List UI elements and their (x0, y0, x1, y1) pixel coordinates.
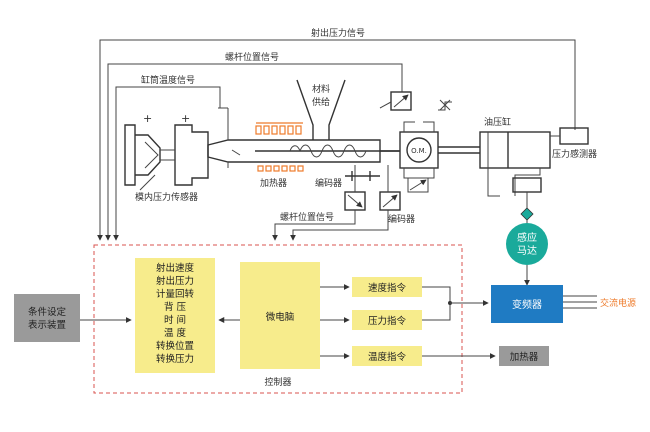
encoder-left-label: 编码器 (315, 177, 342, 189)
screw-position-signal-label-bottom: 螺杆位置信号 (280, 211, 334, 223)
param-item: 转换压力 (156, 353, 194, 365)
pressure-command-label: 压力指令 (368, 315, 407, 327)
controller-arrows (320, 284, 496, 359)
om-label: O.M. (411, 147, 427, 155)
controller-frame (93, 244, 463, 394)
param-item: 时 间 (164, 314, 186, 326)
plus-mark-right: + (181, 112, 190, 125)
param-item: 温 度 (164, 327, 187, 339)
param-item: 转换位置 (156, 340, 194, 352)
om-valves (407, 99, 452, 193)
heater-label: 加热器 (260, 177, 287, 189)
speed-command-label: 速度指令 (368, 282, 407, 294)
param-item: 计量回转 (156, 288, 195, 300)
hopper (296, 79, 346, 140)
material-feed-label-1: 材料 (312, 83, 330, 95)
barrel-temperature-signal-label: 缸筒温度信号 (141, 74, 195, 86)
heater-output-label: 加热器 (510, 351, 539, 363)
setting-display-device (14, 294, 80, 342)
screw-position-signal-label-top: 螺杆位置信号 (225, 51, 279, 63)
heater-coils-bottom (257, 165, 304, 172)
ac-power-lines (563, 295, 597, 309)
setting-device-label-1: 条件设定 (28, 306, 67, 318)
setting-device-label-2: 表示装置 (28, 319, 66, 331)
pressure-sensor-label: 压力感测器 (552, 148, 597, 160)
oil-cylinder (479, 131, 551, 197)
controller-label: 控制器 (264, 376, 291, 388)
temperature-command-label: 温度指令 (368, 351, 407, 363)
screw (255, 144, 400, 158)
encoder-right-label: 编码器 (388, 213, 415, 225)
encoder-right (379, 165, 401, 211)
heater-coils-top (255, 122, 303, 135)
encoder-linkage (345, 171, 380, 181)
hydraulic-pump (512, 177, 542, 225)
screw-position-line-2 (290, 210, 389, 241)
barrel (207, 107, 381, 168)
param-item: 射出速度 (156, 262, 195, 274)
microcomputer-box (240, 262, 320, 369)
inverter-box (491, 285, 563, 323)
injection-pressure-signal-label: 射出压力信号 (311, 27, 365, 39)
pressure-sensor (550, 127, 589, 145)
encoder-left (344, 165, 366, 211)
mold: + + (124, 112, 209, 186)
pressure-command-box (352, 310, 422, 330)
signal-lines (97, 39, 576, 241)
params-panel (135, 258, 215, 373)
param-item: 射出压力 (156, 275, 194, 287)
heater-output-box (499, 346, 549, 366)
mold-pressure-sensor-label: 模内压力传感器 (135, 191, 198, 203)
inverter-label: 变频器 (512, 298, 542, 311)
servo-motor (506, 223, 548, 265)
servo-motor-label-1: 感应 (517, 231, 537, 244)
params-list: 射出速度 射出压力 计量回转 背 压 时 间 温 度 转换位置 转换压力 (156, 262, 195, 365)
plus-mark-left: + (143, 112, 152, 125)
sensor-leader-line (139, 174, 156, 191)
shaft (438, 146, 480, 154)
param-item: 背 压 (164, 301, 187, 313)
om-motor (380, 121, 439, 179)
screw-position-line-1 (272, 210, 356, 241)
material-feed-label-2: 供给 (312, 96, 330, 108)
oil-cylinder-label: 油压缸 (484, 116, 511, 128)
ac-power-label: 交流电源 (600, 297, 636, 309)
microcomputer-label: 微电脑 (266, 311, 295, 323)
speed-command-box (352, 277, 422, 297)
servo-motor-label-2: 马达 (517, 245, 537, 257)
top-valve (379, 91, 412, 111)
temperature-command-box (352, 346, 422, 366)
